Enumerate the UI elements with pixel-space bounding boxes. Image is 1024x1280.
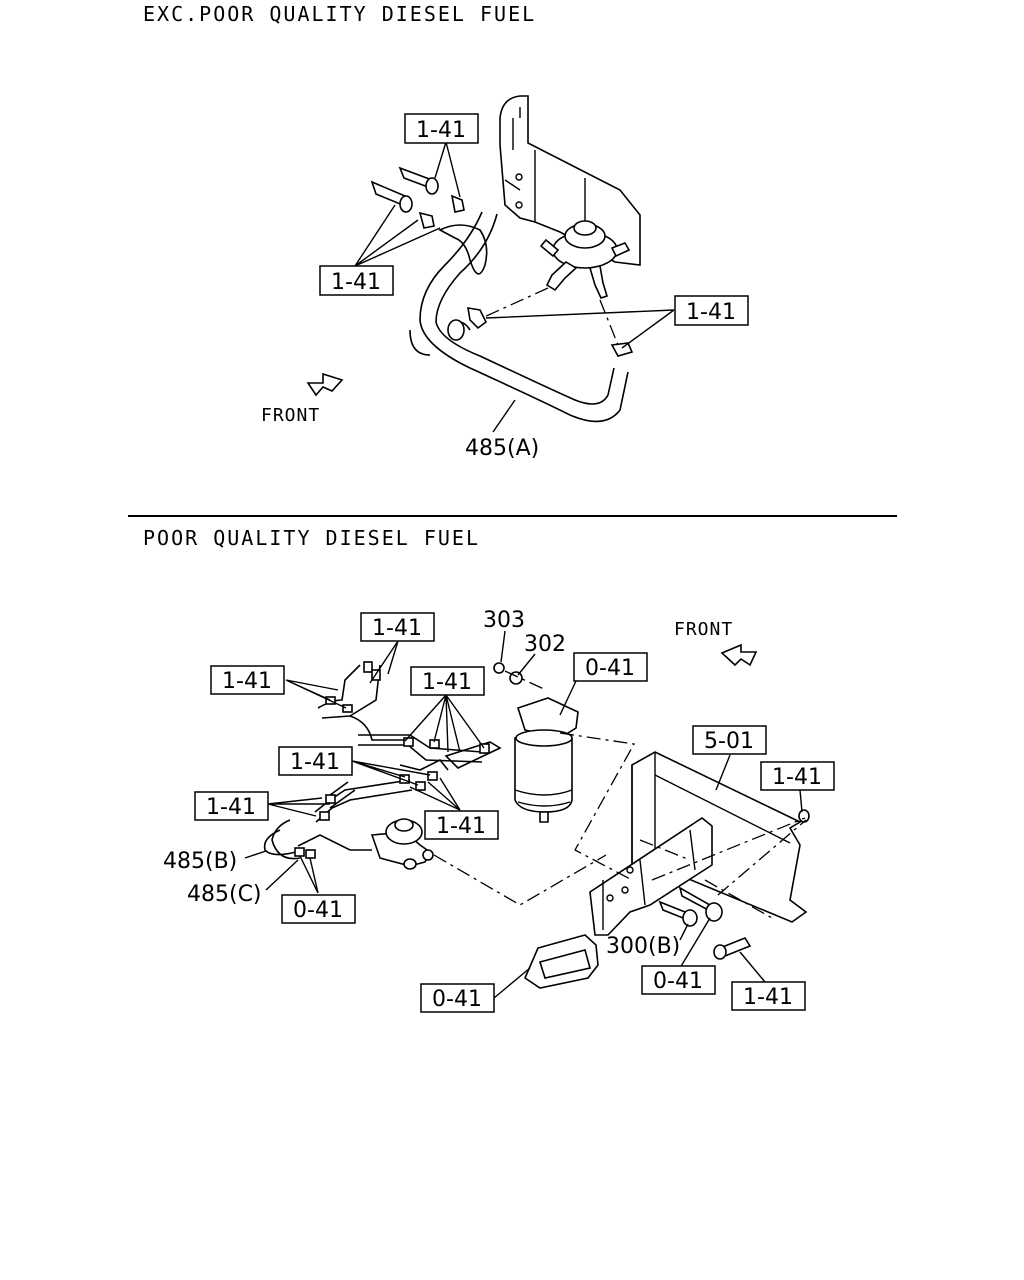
callout-label: 0-41 (432, 987, 482, 1012)
callout-label: 1-41 (436, 814, 486, 839)
top-assembly: FRONT 1-41 1-41 1-41 485(A) (261, 95, 749, 461)
callout-label: 1-41 (743, 985, 793, 1010)
callout-box: 0-41 (281, 894, 356, 924)
bottom-leader-lines (244, 630, 803, 999)
callout-box: 5-01 (692, 725, 767, 755)
section-title-poor-quality: POOR QUALITY DIESEL FUEL (143, 526, 480, 550)
assembly-phantom-lines (433, 670, 807, 919)
priming-pump (370, 818, 434, 870)
callout-label: 1-41 (422, 670, 472, 695)
callout-label: 1-41 (290, 750, 340, 775)
callout-box: 1-41 (731, 981, 806, 1011)
callout-label: 0-41 (293, 898, 343, 923)
top-mounting-bracket (499, 95, 641, 266)
front-label-bottom: FRONT (674, 619, 733, 640)
top-connectors (370, 166, 634, 357)
callout-label: 1-41 (686, 300, 736, 325)
part-number-label: 485(C) (187, 882, 262, 907)
callout-box: 1-41 (210, 665, 285, 695)
callout-box: 1-41 (760, 761, 835, 791)
callout-box: 0-41 (641, 965, 716, 995)
front-arrow-icon (306, 372, 344, 397)
bottom-bolts (658, 886, 752, 960)
callout-label: 0-41 (585, 656, 635, 681)
front-arrow-icon (720, 643, 758, 667)
part-number-label: 302 (524, 632, 566, 657)
callout-label: 1-41 (222, 669, 272, 694)
part-number-label: 485(B) (163, 849, 237, 874)
callout-box: 1-41 (278, 746, 353, 776)
part-number-label: 303 (483, 608, 525, 633)
callout-box: 1-41 (404, 113, 479, 144)
mounting-plate (524, 934, 599, 989)
callout-label: 1-41 (416, 118, 466, 143)
top-filter-head (539, 220, 631, 299)
bottom-fuel-lines (263, 664, 502, 860)
callout-label: 1-41 (331, 270, 381, 295)
part-number-label: 485(A) (465, 436, 539, 461)
top-leader-lines (354, 141, 675, 433)
top-fuel-hoses (409, 211, 629, 423)
bottom-fittings (294, 661, 523, 859)
callout-box: 1-41 (194, 791, 269, 821)
filter-bracket (589, 817, 713, 936)
filter-bowl-assembly (514, 697, 579, 823)
callout-box: 0-41 (420, 983, 495, 1013)
bottom-assembly: FRONT 1-41 1-41 1-41 0-41 5-01 (163, 608, 835, 1013)
section-title-exc-poor-quality: EXC.POOR QUALITY DIESEL FUEL (143, 2, 537, 26)
callout-label: 0-41 (653, 969, 703, 994)
callout-label: 1-41 (206, 795, 256, 820)
callout-box: 1-41 (674, 295, 749, 326)
callout-label: 5-01 (704, 729, 754, 754)
front-label-top: FRONT (261, 405, 320, 426)
part-number-label: 300(B) (606, 934, 680, 959)
callout-box: 1-41 (410, 666, 485, 696)
callout-label: 1-41 (772, 765, 822, 790)
callout-box: 0-41 (573, 652, 648, 682)
callout-box: 1-41 (424, 810, 499, 840)
callout-box: 1-41 (319, 265, 394, 296)
callout-label: 1-41 (372, 616, 422, 641)
callout-box: 1-41 (360, 612, 435, 642)
